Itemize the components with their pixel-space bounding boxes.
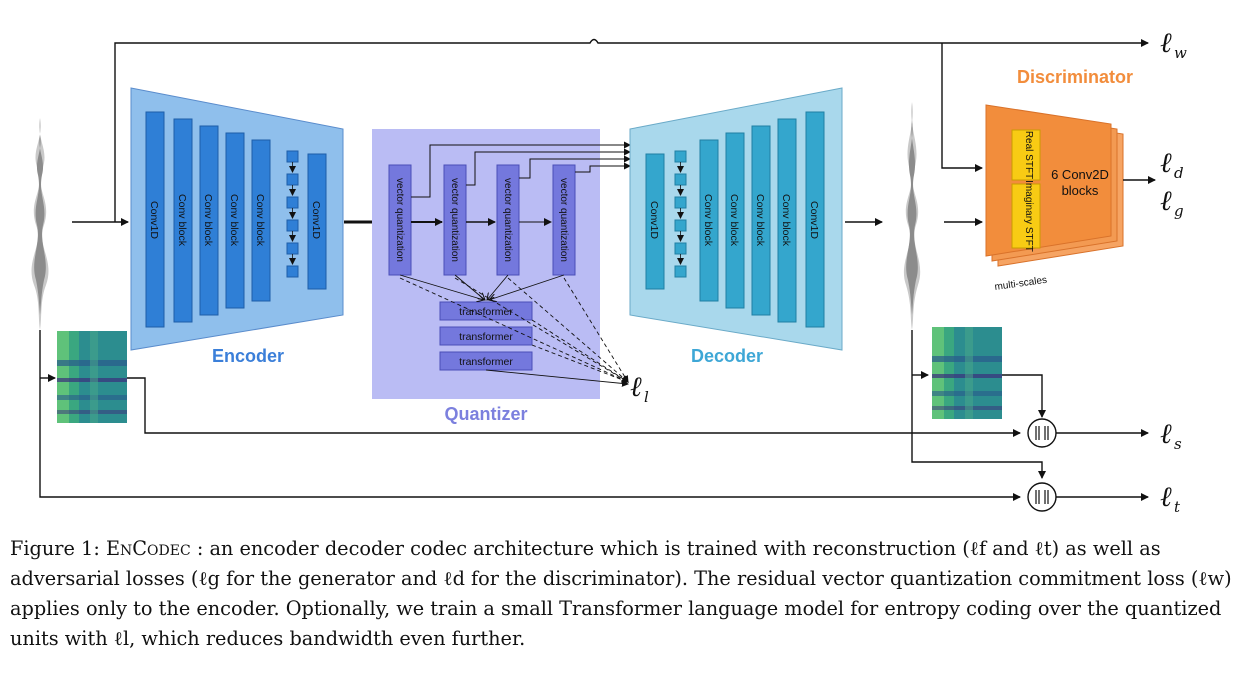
discriminator: Discriminator Real STFT Imaginary STFT 6…: [985, 67, 1133, 293]
svg-text:ℓ: ℓ: [1160, 417, 1172, 450]
transformer-label: transformer: [459, 356, 513, 368]
transformer-block: [439, 326, 533, 346]
decoder-conv1d-block: [805, 111, 825, 328]
encoder-block-label: Conv1D: [310, 201, 322, 239]
decoder-block-label: Conv block: [728, 194, 740, 247]
encoder-block-label: Conv block: [176, 194, 188, 247]
imaginary-stft-block: [1011, 183, 1041, 249]
vq-label: vector quantization: [558, 178, 569, 262]
encoder-conv-block: [251, 139, 271, 302]
loss-l-label: ℓ l: [630, 370, 649, 406]
encoder-conv1d-block: [145, 111, 165, 328]
encoder-block-label: Conv block: [228, 194, 240, 247]
decoder-block-label: Conv block: [754, 194, 766, 247]
loss-t-label: ℓ t: [1160, 480, 1181, 516]
decoder-block-label: Conv1D: [648, 201, 660, 239]
quantizer: vector quantization vector quantization …: [372, 129, 631, 424]
encoder-conv-block: [199, 125, 219, 316]
decoder-conv-block: [751, 125, 771, 316]
output-spectrogram: [932, 327, 1002, 419]
svg-text:ℓ: ℓ: [1160, 26, 1172, 59]
svg-text:t: t: [1174, 498, 1181, 516]
l1-norm-node: [1027, 482, 1057, 512]
discriminator-title: Discriminator: [1017, 67, 1133, 87]
decoder-conv-block: [777, 118, 797, 323]
quantizer-title: Quantizer: [444, 404, 527, 424]
output-waveform: [903, 102, 921, 330]
loss-g-label: ℓ g: [1160, 184, 1184, 220]
encoder-conv-block: [173, 118, 193, 323]
encoder-title: Encoder: [212, 346, 284, 366]
svg-text:ℓ: ℓ: [630, 370, 642, 403]
conv2d-label-2: blocks: [1062, 183, 1099, 198]
l1-norm-node: [1027, 418, 1057, 448]
caption-text: : an encoder decoder codec architecture …: [10, 537, 1232, 650]
transformer-label: transformer: [459, 306, 513, 318]
transformer-block: [439, 301, 533, 321]
decoder-title: Decoder: [691, 346, 763, 366]
decoder-block-label: Conv block: [780, 194, 792, 247]
caption-prefix: Figure 1:: [10, 537, 106, 560]
svg-text:d: d: [1174, 164, 1184, 182]
decoder-lstm-cells: [674, 150, 687, 278]
real-stft-block: [1011, 129, 1041, 181]
conv2d-label: 6 Conv2D: [1051, 167, 1109, 182]
decoder-conv-block: [699, 139, 719, 302]
loss-d-label: ℓ d: [1160, 146, 1184, 182]
svg-text:ℓ: ℓ: [1160, 184, 1172, 217]
svg-text:w: w: [1174, 44, 1187, 62]
svg-text:l: l: [644, 388, 649, 406]
decoder-conv-block: [725, 132, 745, 309]
vq-label: vector quantization: [449, 178, 460, 262]
encoder-block-label: Conv block: [202, 194, 214, 247]
architecture-diagram: Conv1D Conv block Conv block Conv block …: [31, 26, 1187, 516]
encoder-lstm-cells: [286, 150, 299, 278]
svg-text:ℓ: ℓ: [1160, 480, 1172, 513]
input-waveform: [31, 118, 49, 330]
decoder: Conv1D Conv block Conv block Conv block …: [629, 87, 843, 366]
encoder: Conv1D Conv block Conv block Conv block …: [130, 87, 344, 366]
vq-label: vector quantization: [502, 178, 513, 262]
encoder-conv-block: [225, 132, 245, 309]
imaginary-stft-label: Imaginary STFT: [1023, 180, 1034, 252]
svg-text:g: g: [1174, 202, 1184, 220]
svg-text:ℓ: ℓ: [1160, 146, 1172, 179]
real-stft-label: Real STFT: [1023, 131, 1034, 179]
vq-label: vector quantization: [394, 178, 405, 262]
encoder-block-label: Conv block: [254, 194, 266, 247]
decoder-conv1d-block: [645, 153, 665, 290]
transformer-label: transformer: [459, 331, 513, 343]
input-spectrogram: [57, 331, 127, 423]
encoder-block-label: Conv1D: [148, 201, 160, 239]
decoder-block-label: Conv block: [702, 194, 714, 247]
decoder-block-label: Conv1D: [808, 201, 820, 239]
encoder-conv1d-block: [307, 153, 327, 290]
figure-caption: Figure 1: EnCodec : an encoder decoder c…: [10, 534, 1235, 654]
loss-s-label: ℓ s: [1160, 417, 1182, 453]
svg-text:s: s: [1174, 435, 1182, 453]
loss-w-label: ℓ w: [1160, 26, 1187, 62]
multiscale-label: multi-scales: [994, 275, 1048, 293]
caption-model-name: EnCodec: [105, 537, 191, 560]
